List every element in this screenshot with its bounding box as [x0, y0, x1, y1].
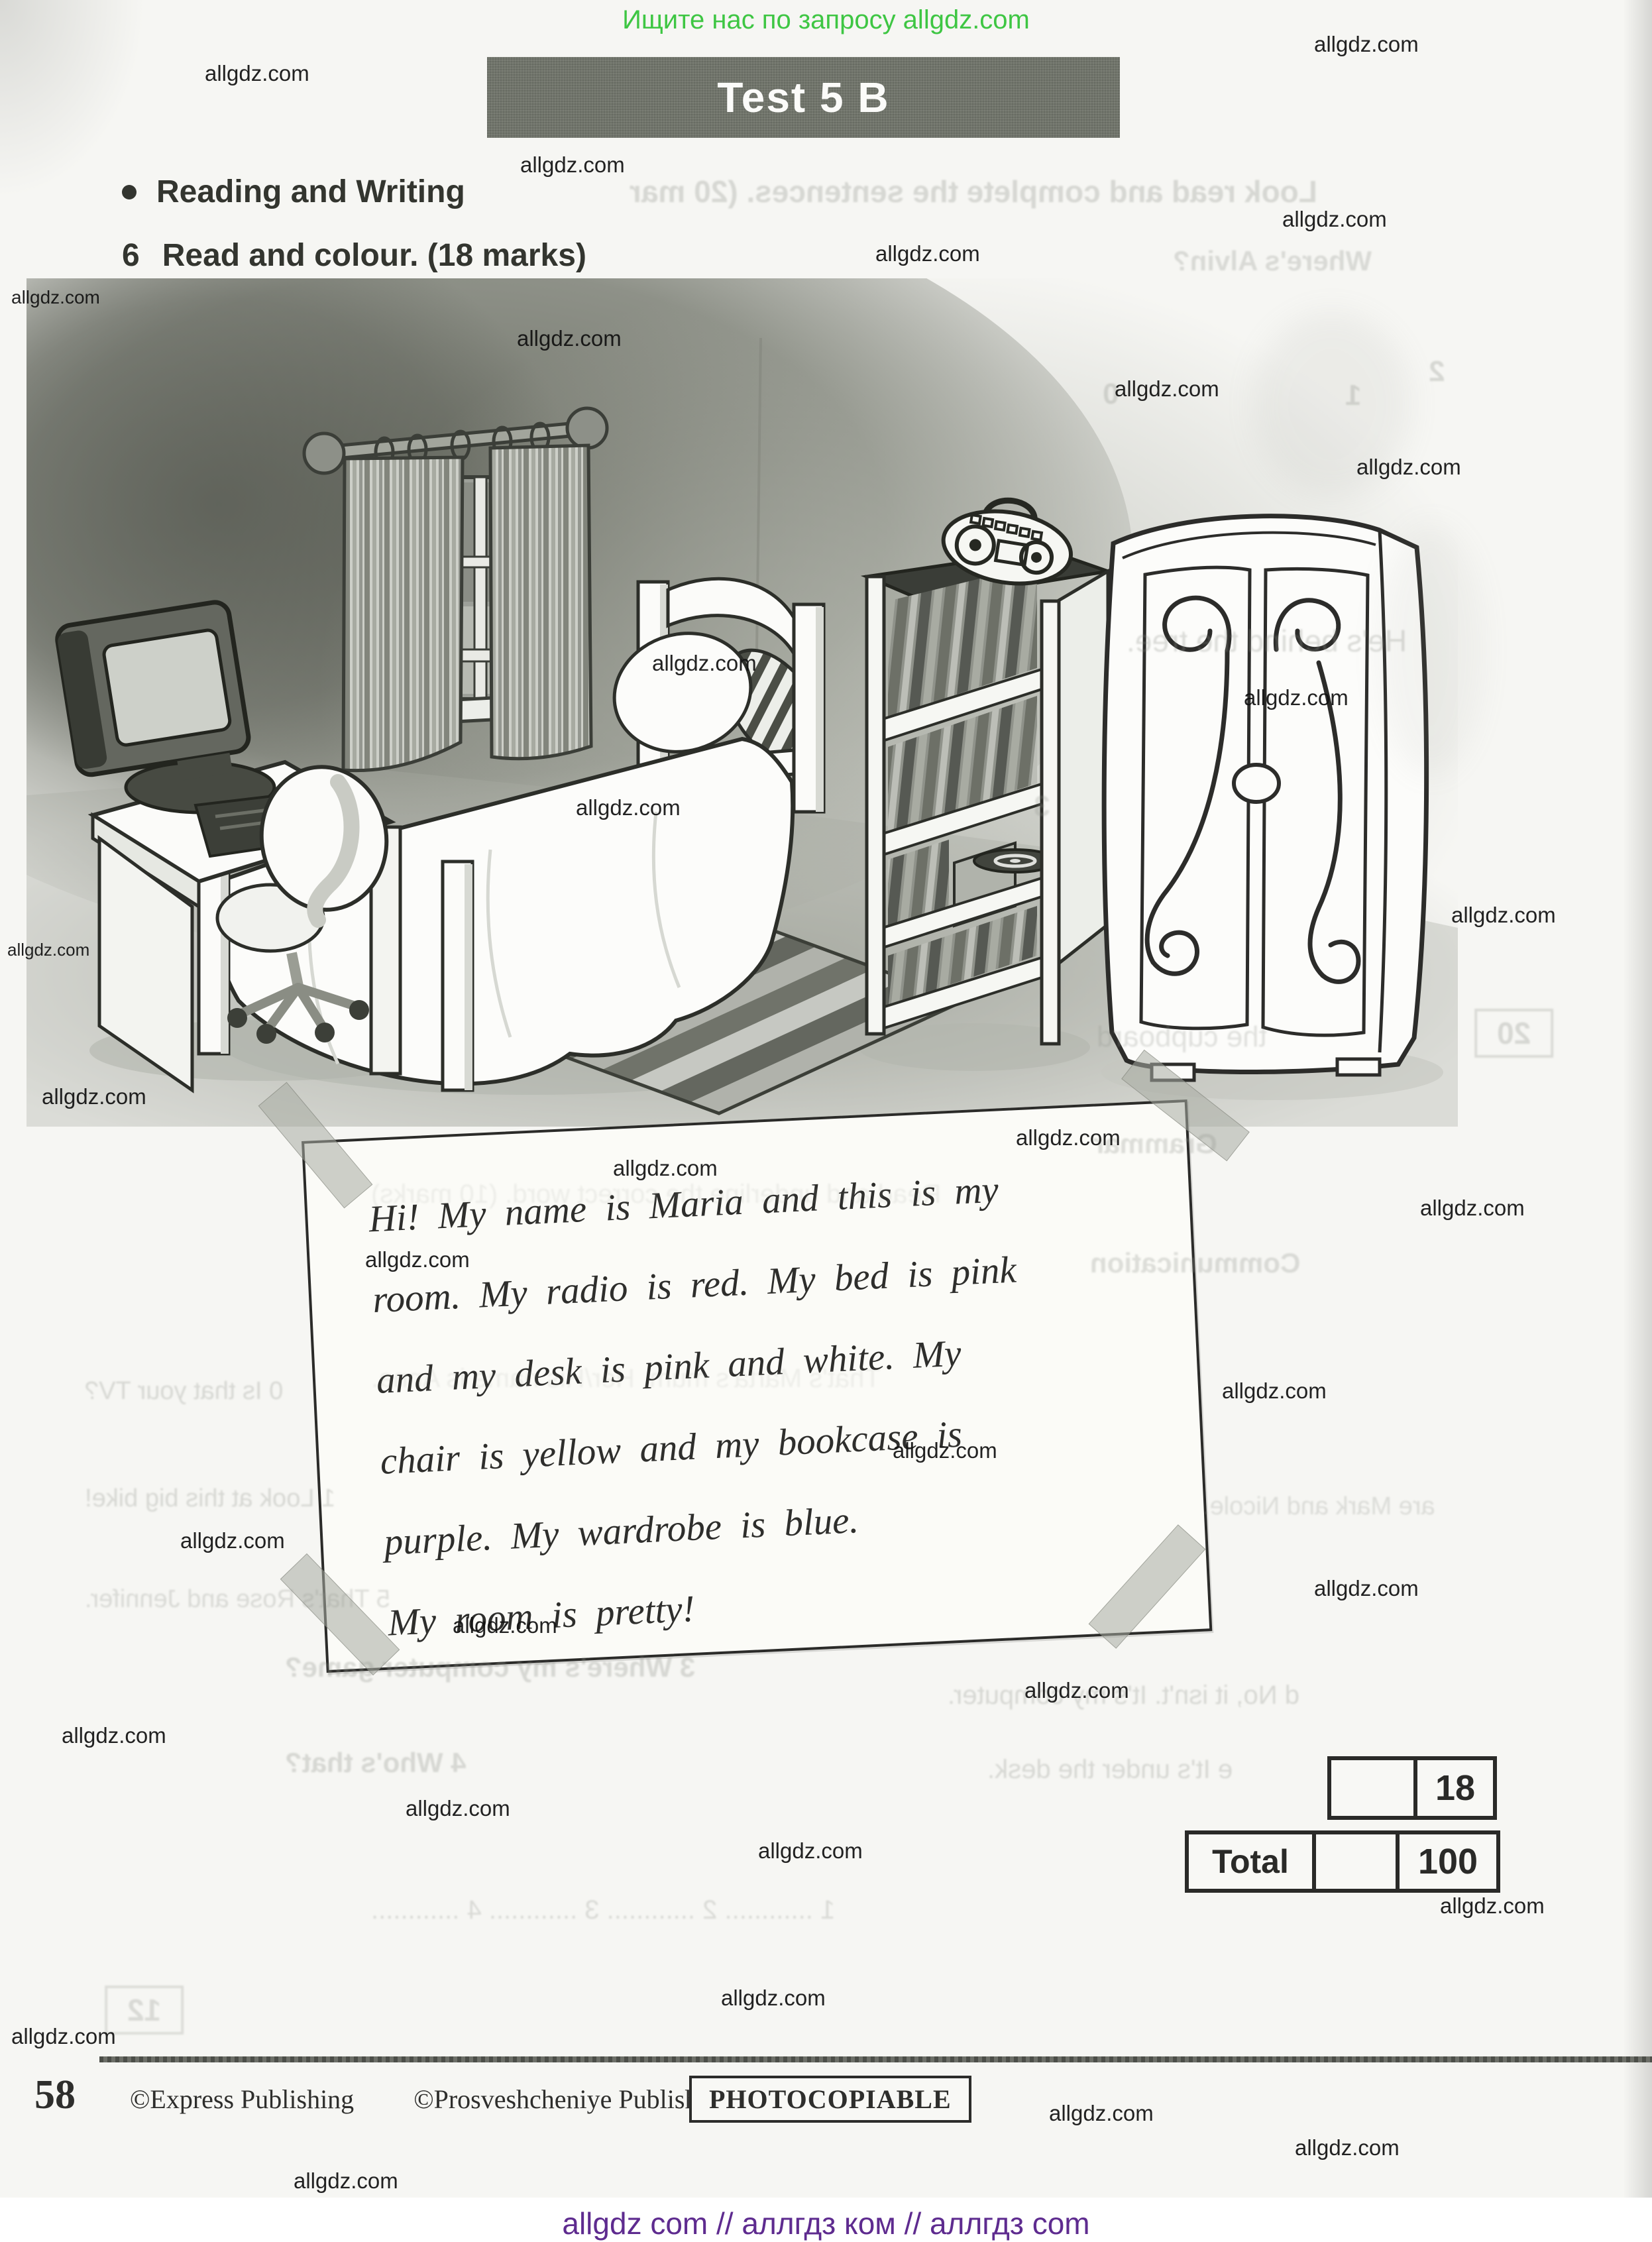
test-title-bar: Test 5 B — [487, 57, 1120, 138]
bleedthrough-text: 2 — [1429, 355, 1445, 388]
exercise-heading: Read and colour. (18 marks) — [162, 238, 586, 273]
scan-corner-shade — [0, 0, 146, 199]
bleedthrough-text: the cupboard — [1097, 1021, 1267, 1053]
total-write-in-cell — [1312, 1834, 1396, 1889]
watermark: allgdz.com — [1451, 903, 1556, 927]
bed — [197, 577, 826, 1092]
bleedthrough-text: e It's under the desk. — [987, 1755, 1233, 1784]
watermark: allgdz.com — [758, 1838, 863, 1863]
watermark: allgdz.com — [613, 1156, 718, 1180]
watermark: allgdz.com — [652, 651, 757, 675]
chair — [215, 765, 389, 1044]
bleedthrough-text: are Mark and Nicole. — [1203, 1492, 1435, 1520]
watermark: allgdz.com — [1420, 1196, 1525, 1220]
total-max-score: 100 — [1396, 1834, 1496, 1889]
site-banner-top: Ищите нас по запросу allgdz.com — [622, 5, 1030, 34]
bleedthrough-text: Communication — [1090, 1247, 1301, 1278]
bottom-strip — [0, 2198, 1652, 2242]
watermark: allgdz.com — [1222, 1378, 1327, 1403]
watermark: allgdz.com — [180, 1528, 285, 1553]
watermark: allgdz.com — [42, 1084, 146, 1109]
watermark: allgdz.com — [517, 326, 622, 351]
radio — [941, 497, 1074, 586]
watermark: allgdz.com — [406, 1796, 510, 1821]
watermark: allgdz.com — [1295, 2135, 1400, 2160]
copyright-express: ©Express Publishing — [130, 2084, 355, 2114]
page-number: 58 — [34, 2072, 76, 2117]
bleedthrough-text: Look read and complete the sentences. (2… — [630, 174, 1317, 209]
watermark: allgdz.com — [1115, 376, 1219, 401]
watermark: allgdz.com — [205, 61, 309, 85]
bleedthrough-blob — [1378, 524, 1484, 775]
watermark: allgdz.com — [1314, 1576, 1419, 1600]
bleedthrough-text: 1 Look at this big bike! — [85, 1485, 336, 1512]
watermark: allgdz.com — [1356, 455, 1461, 479]
bleedthrough-text: That's Marta's mum. Her/His name is Anna… — [371, 1364, 881, 1393]
total-label: Total — [1212, 1843, 1289, 1880]
copyright-line: ©Express Publishing ©Prosveshcheniye Pub… — [130, 2084, 729, 2115]
watermark: allgdz.com — [1016, 1125, 1121, 1150]
wardrobe-knob — [1232, 763, 1281, 804]
wardrobe — [1101, 514, 1429, 1082]
watermark: allgdz.com — [721, 1986, 826, 2010]
total-score-box: Total 100 — [1185, 1830, 1500, 1893]
bleedthrough-text: 0 Is that your TV? — [85, 1377, 284, 1405]
bleedthrough-text: 5 That's Rose and Jennifer. — [85, 1585, 390, 1613]
watermark: allgdz.com — [1244, 685, 1349, 710]
watermark: allgdz.com — [62, 1723, 166, 1748]
bleedthrough-text: 20 — [1474, 1009, 1554, 1058]
watermark: allgdz.com — [11, 2024, 116, 2048]
bleedthrough-text: 4 Who's that? — [285, 1747, 467, 1778]
watermark: allgdz.com — [1024, 1678, 1129, 1703]
bleedthrough-text: Read and underline the correct word. (10… — [371, 1180, 942, 1209]
bedroom-illustration — [27, 278, 1458, 1127]
exercise-score-box: 18 — [1327, 1756, 1497, 1820]
test-title: Test 5 B — [717, 74, 890, 121]
bleedthrough-text: 1 ............ 2 ............ 3 ........… — [371, 1895, 836, 1925]
bleedthrough-blob — [1252, 311, 1411, 497]
watermark: allgdz.com — [1049, 2101, 1154, 2125]
exercise-heading-row: 6 Read and colour. (18 marks) — [122, 237, 586, 274]
watermark: allgdz.com — [453, 1613, 557, 1638]
watermark: allgdz.com — [1440, 1893, 1545, 1918]
watermark: allgdz.com — [11, 287, 100, 308]
bleedthrough-text: 3 — [1034, 790, 1050, 822]
copyright-prosveshcheniye: ©Prosveshcheniye Publishers — [413, 2084, 730, 2114]
watermark: allgdz.com — [7, 940, 90, 960]
watermark: allgdz.com — [294, 2168, 398, 2193]
score-write-in-cell — [1331, 1760, 1413, 1816]
exercise-max-score: 18 — [1413, 1760, 1493, 1816]
bullet-icon — [122, 184, 137, 199]
skill-heading: Reading and Writing — [156, 174, 465, 209]
site-banner-bottom: allgdz com // аллгдз ком // аллгдз com — [562, 2206, 1090, 2241]
photocopiable-stamp: PHOTOCOPIABLE — [689, 2076, 971, 2123]
footer-rule — [99, 2056, 1652, 2062]
skill-heading-row: Reading and Writing — [122, 174, 465, 210]
watermark: allgdz.com — [365, 1247, 470, 1272]
bleedthrough-text: He's behind the tree. — [1127, 624, 1407, 658]
bleedthrough-text: 12 — [105, 1986, 184, 2035]
watermark: allgdz.com — [520, 152, 625, 177]
curtains — [341, 443, 593, 773]
watermark: allgdz.com — [576, 795, 681, 820]
computer — [55, 600, 276, 814]
watermark: allgdz.com — [893, 1438, 997, 1463]
exercise-number: 6 — [122, 238, 140, 273]
bleedthrough-text: 3 Where's my computer game? — [285, 1652, 696, 1683]
scan-edge-shade — [1623, 0, 1652, 2242]
bleedthrough-text: Where's Alvin? — [1173, 245, 1372, 276]
watermark: allgdz.com — [875, 241, 980, 266]
shadow — [858, 1023, 1090, 1071]
bleedthrough-text: 1 — [1345, 379, 1362, 412]
watermark: allgdz.com — [1282, 207, 1387, 231]
watermark: allgdz.com — [1314, 32, 1419, 56]
